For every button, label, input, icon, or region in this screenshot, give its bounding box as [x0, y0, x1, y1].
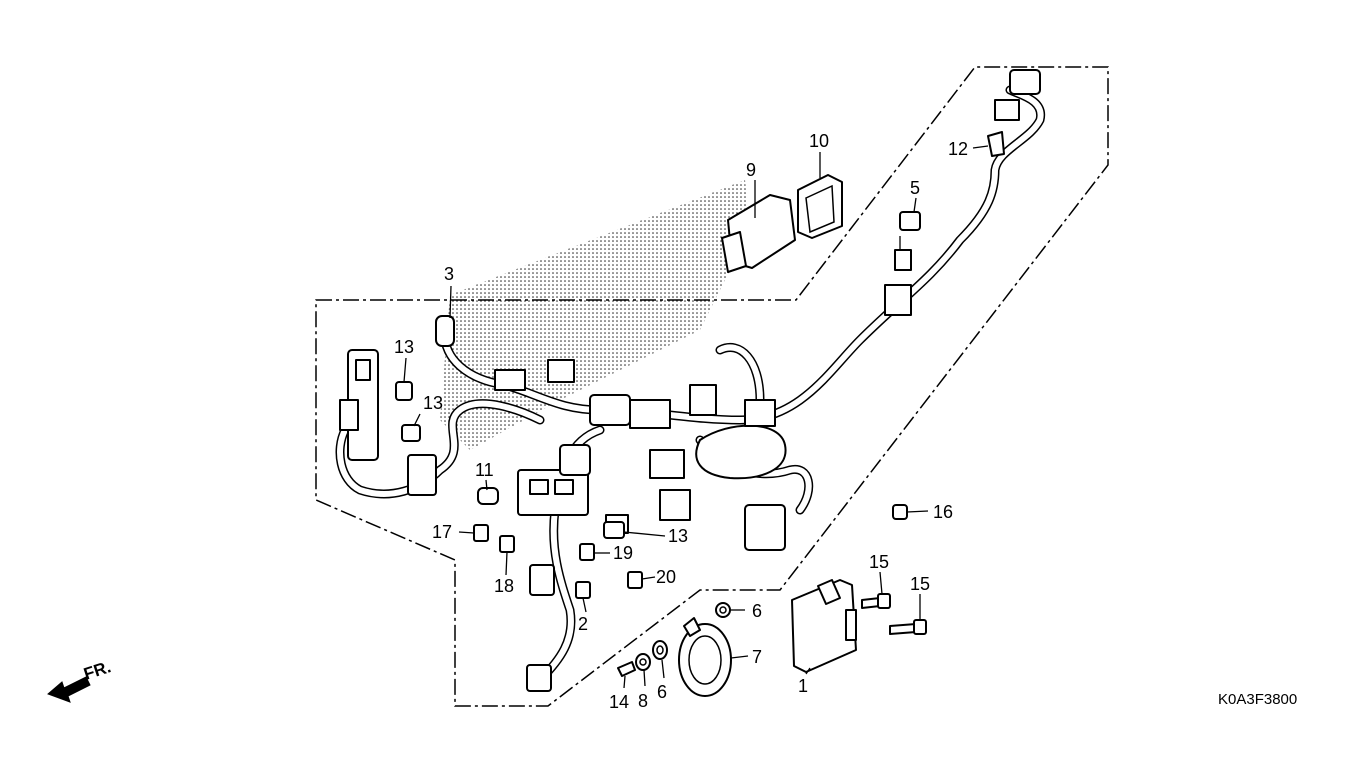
part-9-control-unit — [721, 194, 796, 273]
callout-19: 19 — [613, 543, 633, 563]
callout-13b: 13 — [423, 393, 443, 413]
leader-lines — [403, 145, 989, 689]
callout-9: 9 — [746, 160, 756, 180]
assembly-boundary — [315, 66, 1109, 707]
part-18-fuse — [499, 535, 515, 553]
part-13c-clip — [603, 521, 625, 539]
part-14-bolt — [617, 661, 636, 677]
callout-15a: 15 — [869, 552, 889, 572]
callout-6a: 6 — [752, 601, 762, 621]
part-15-bolts — [861, 593, 927, 635]
part-11-clip — [477, 487, 499, 505]
part-5-connector — [899, 211, 921, 231]
callout-16: 16 — [933, 502, 953, 522]
callout-18: 18 — [494, 576, 514, 596]
callout-11: 11 — [475, 460, 494, 480]
callout-5: 5 — [910, 178, 920, 198]
callout-10: 10 — [809, 131, 829, 151]
part-13a-clip — [395, 381, 413, 401]
part-17-fuse — [473, 524, 489, 542]
callout-6b: 6 — [657, 682, 667, 702]
part-12-clip — [987, 131, 1005, 157]
part-16-bolt — [892, 504, 908, 520]
callout-2: 2 — [578, 614, 588, 634]
part-20-fuse — [627, 571, 643, 589]
callout-20: 20 — [656, 567, 676, 587]
part-8-nut — [635, 653, 651, 671]
main-harness — [335, 85, 1046, 685]
front-direction-arrow: FR. — [47, 657, 113, 703]
part-2-fuse — [575, 581, 591, 599]
part-7-horn — [678, 617, 732, 697]
callout-13a: 13 — [394, 337, 414, 357]
callout-17: 17 — [432, 522, 452, 542]
front-direction-label: FR. — [81, 657, 113, 684]
callout-7: 7 — [752, 647, 762, 667]
part-1-unit — [791, 579, 857, 673]
callout-15b: 15 — [910, 574, 930, 594]
callout-3: 3 — [444, 264, 454, 284]
harness-connectors — [339, 69, 1041, 692]
callout-14: 14 — [609, 692, 629, 712]
part-10-cover — [797, 174, 843, 239]
callout-1: 1 — [798, 676, 808, 696]
callout-13c: 13 — [668, 526, 688, 546]
part-19-fuse — [579, 543, 595, 561]
diagram-code: K0A3F3800 — [1218, 691, 1297, 708]
callout-12: 12 — [948, 139, 968, 159]
part-13b-clip — [401, 424, 421, 442]
callout-8: 8 — [638, 691, 648, 711]
